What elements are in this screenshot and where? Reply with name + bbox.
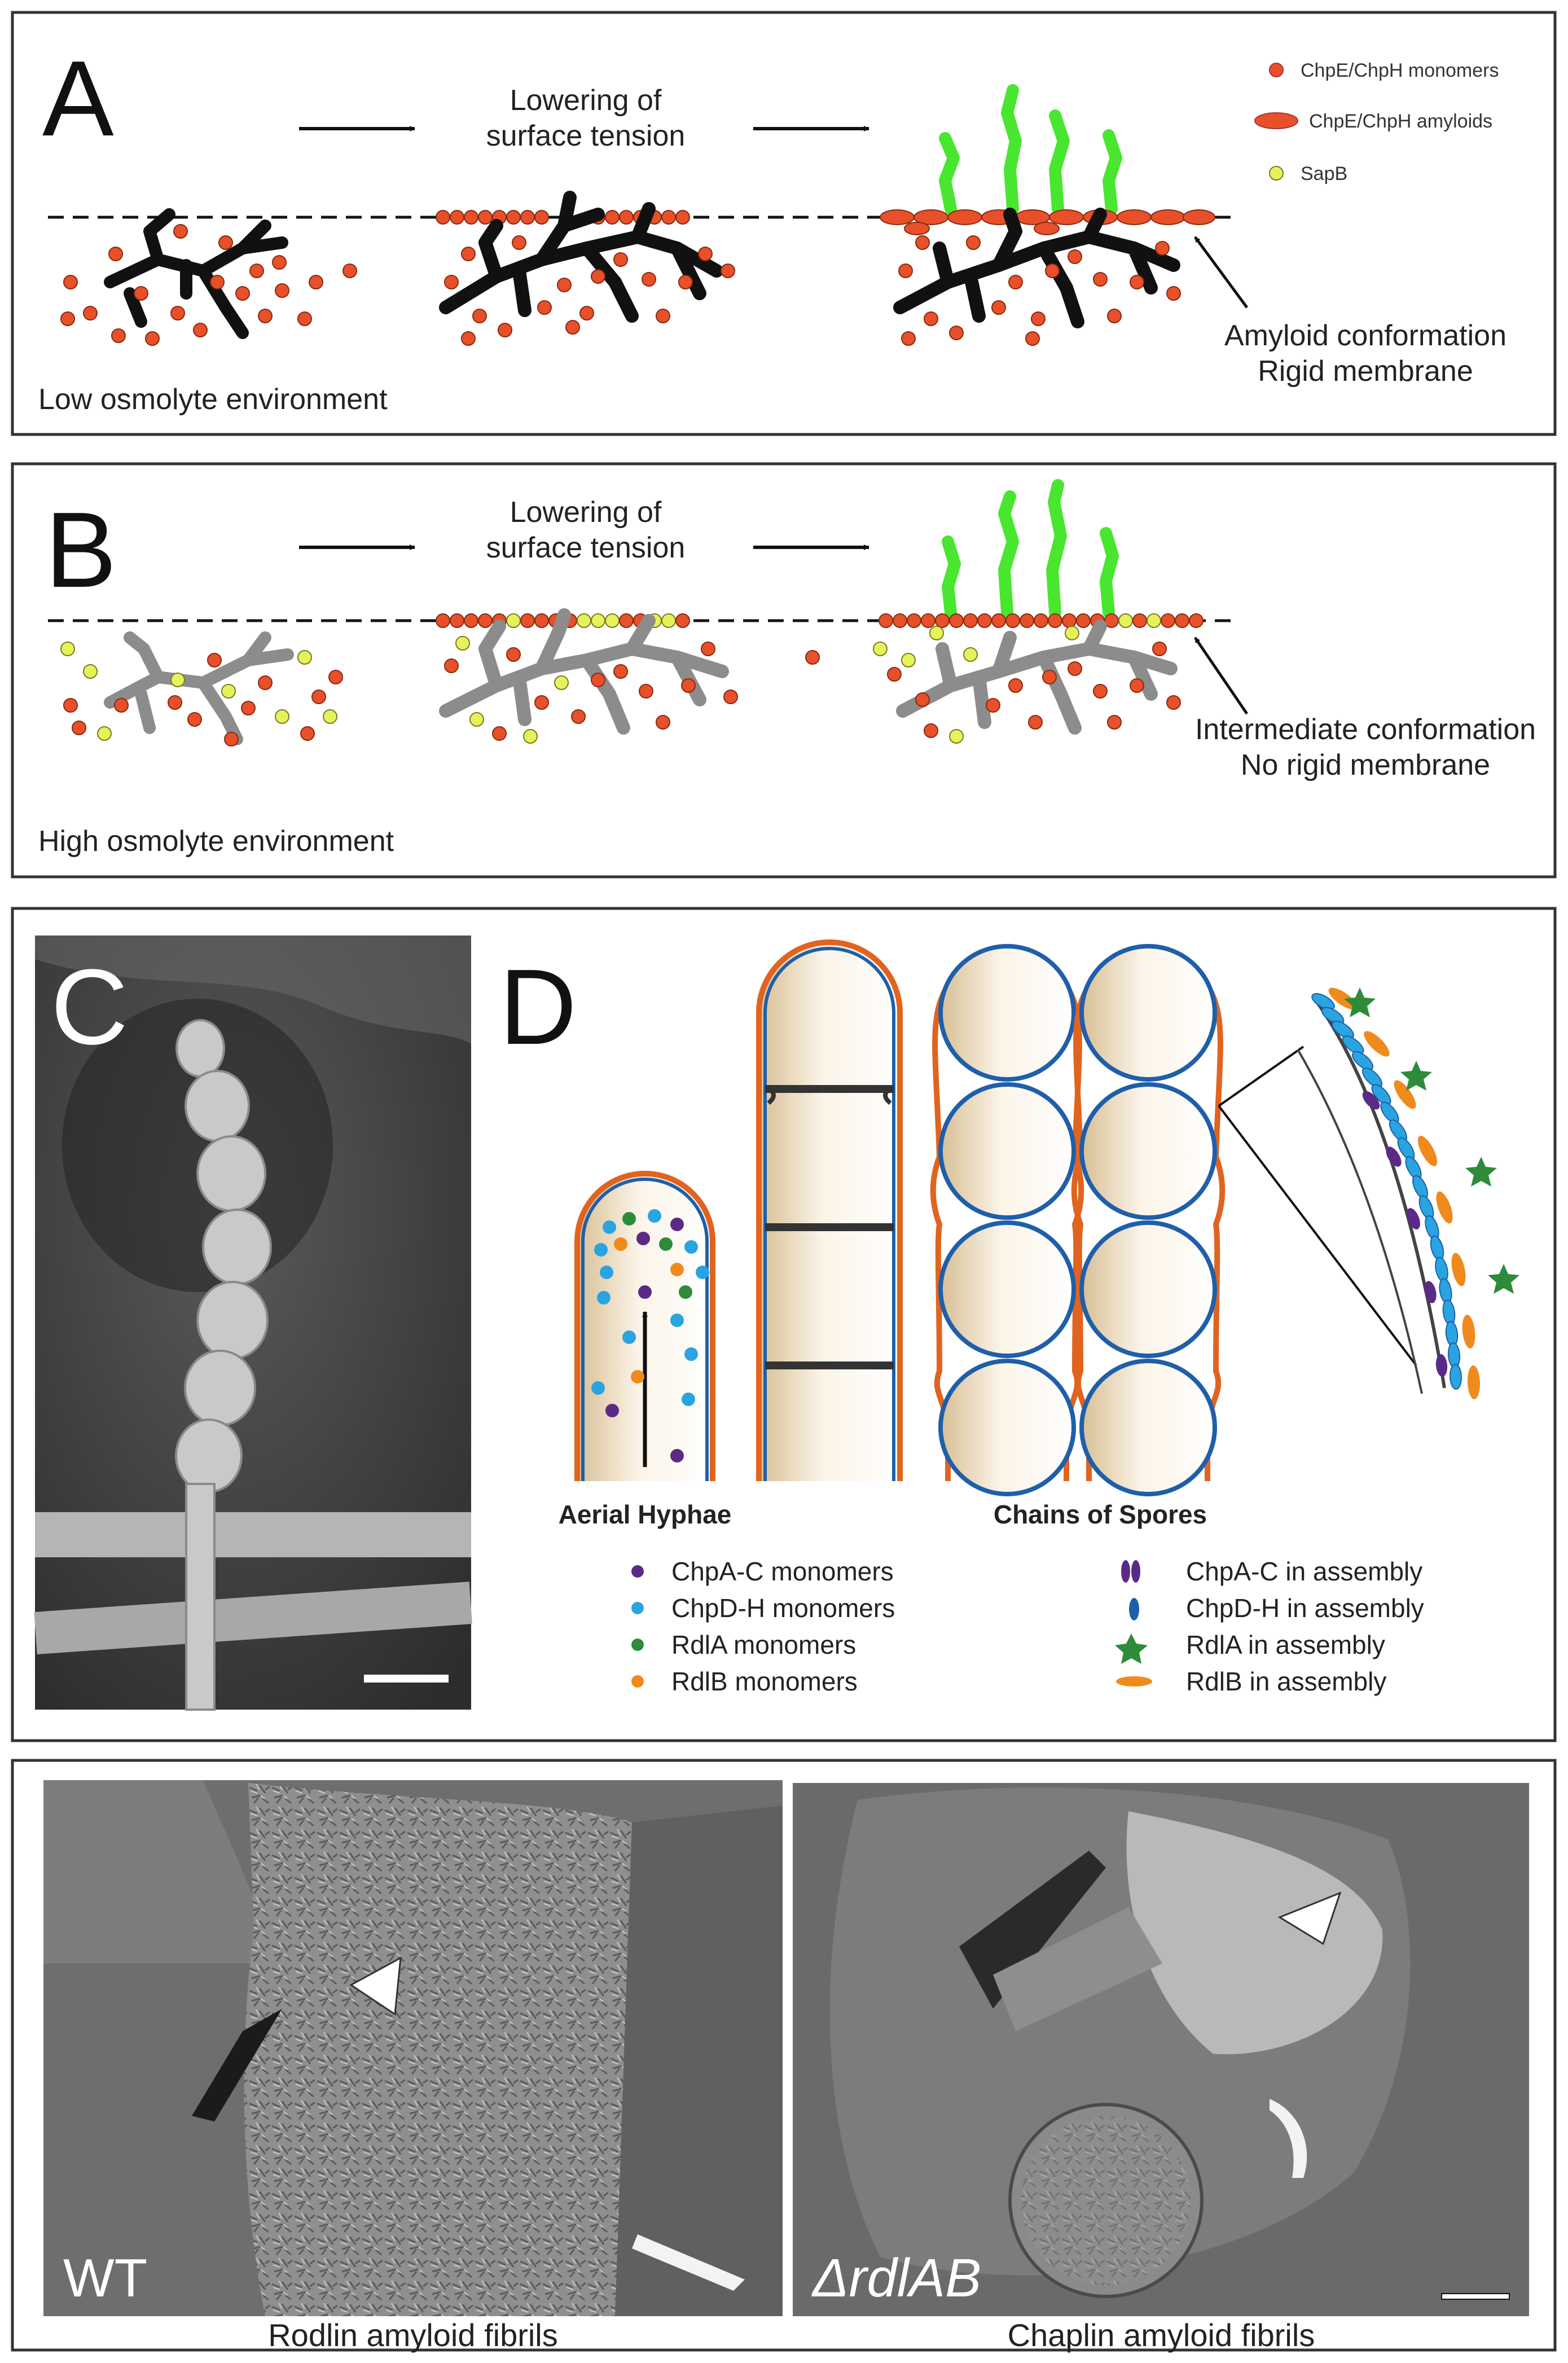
legend-label: ChpE/ChpH monomers: [1301, 60, 1499, 81]
hyphae-network: [893, 208, 1180, 328]
legend-label: RdlB in assembly: [1186, 1667, 1386, 1696]
annotation-arrow: [1193, 636, 1249, 715]
cell-wall-inset: [1218, 987, 1519, 1399]
panel-b: B Lowering of surface tension: [11, 462, 1557, 879]
panel-a: A Lowering of surface tension ChpE/ChpH …: [11, 11, 1557, 436]
legend-label: ChpA-C in assembly: [1186, 1557, 1422, 1586]
monomer-cloud: [60, 642, 343, 746]
step-label: Lowering of: [510, 496, 662, 529]
aerial-hypha-tip: [574, 1171, 715, 1481]
red-oval-icon: [1254, 112, 1298, 129]
aerial-hyphae: [942, 479, 1119, 618]
panel-e: WT ΔrdlAB Rodlin amyloid fibrils Chaplin…: [11, 1759, 1557, 2353]
septated-hypha: [756, 939, 903, 1481]
monomer-cloud: [898, 235, 1181, 346]
panel-d-letter: D: [499, 947, 577, 1067]
panel-cd: C D: [11, 907, 1557, 1742]
hyphae-network: [104, 631, 294, 745]
step-label: surface tension: [486, 120, 686, 152]
arrowhead-marker: [1277, 1891, 1342, 1945]
hyphae-network: [439, 191, 723, 323]
green-star-icon: [1115, 1633, 1148, 1664]
monomer-cloud: [444, 636, 738, 744]
panel-b-letter: B: [45, 490, 117, 610]
mutant-micrograph: ΔrdlAB: [793, 1783, 1529, 2316]
annotation-label: Rigid membrane: [1258, 355, 1473, 388]
caption-aerial-hyphae: Aerial Hyphae: [559, 1500, 732, 1529]
step-label: Lowering of: [510, 84, 662, 117]
blue-dot-icon: [631, 1602, 644, 1614]
legend-label: ChpA-C monomers: [671, 1557, 894, 1586]
green-dot-icon: [631, 1639, 644, 1651]
wt-label: WT: [63, 2248, 147, 2308]
caption-chains-of-spores: Chains of Spores: [994, 1500, 1207, 1529]
legend: ChpA-C monomers ChpD-H monomers RdlA mon…: [631, 1557, 1424, 1696]
wt-micrograph: WT: [43, 1780, 783, 2316]
legend-label: ChpD-H monomers: [671, 1593, 895, 1623]
red-dot-icon: [1269, 63, 1284, 77]
aerial-hyphae: [939, 84, 1122, 215]
orange-dot-icon: [631, 1675, 644, 1688]
environment-label: Low osmolyte environment: [38, 383, 388, 416]
legend-label: ChpE/ChpH amyloids: [1309, 111, 1492, 132]
annotation-label: Amyloid conformation: [1224, 319, 1506, 352]
panel-b-frame: [11, 462, 1557, 879]
caption-rodlin: Rodlin amyloid fibrils: [268, 2317, 558, 2353]
yellow-dot-icon: [1269, 166, 1284, 181]
annotation-label: No rigid membrane: [1241, 749, 1490, 781]
spore-chain: [1071, 944, 1226, 1496]
annotation-arrow: [1193, 236, 1249, 309]
scale-bar: [1441, 2293, 1510, 2300]
environment-label: High osmolyte environment: [38, 825, 394, 858]
monomer-cloud: [444, 235, 735, 346]
caption-chaplin: Chaplin amyloid fibrils: [1008, 2317, 1315, 2353]
purple-double-oval-icon: [1121, 1560, 1140, 1583]
purple-dot-icon: [631, 1565, 644, 1578]
panel-c-letter: C: [51, 947, 128, 1067]
orange-oval-icon: [1116, 1676, 1152, 1686]
legend: ChpE/ChpH monomers ChpE/ChpH amyloids Sa…: [1254, 60, 1499, 185]
amyloid-layer: [880, 209, 1215, 235]
arrowhead-marker: [349, 1956, 402, 2016]
legend-label: RdlA in assembly: [1186, 1630, 1385, 1659]
mutant-label: ΔrdlAB: [811, 2248, 981, 2308]
legend-label: RdlB monomers: [671, 1667, 858, 1696]
spore-chain: [930, 944, 1084, 1496]
hyphae-network: [896, 620, 1178, 735]
monomer-cloud: [60, 224, 357, 346]
monomer: [805, 650, 820, 665]
legend-label: RdlA monomers: [671, 1630, 856, 1659]
monomer-layer: [879, 613, 1204, 640]
step-label: surface tension: [486, 532, 686, 564]
scale-bar: [364, 1675, 449, 1683]
monomer-dots: [591, 1209, 709, 1462]
monomer-cloud: [873, 642, 1181, 744]
legend-label: SapB: [1301, 163, 1347, 185]
hyphae-network: [439, 608, 729, 735]
panel-c-sem-image: C: [34, 935, 472, 1711]
blue-oval-icon: [1129, 1598, 1139, 1620]
legend-label: ChpD-H in assembly: [1186, 1593, 1424, 1623]
panel-a-letter: A: [42, 39, 114, 159]
annotation-label: Intermediate conformation: [1195, 713, 1536, 746]
